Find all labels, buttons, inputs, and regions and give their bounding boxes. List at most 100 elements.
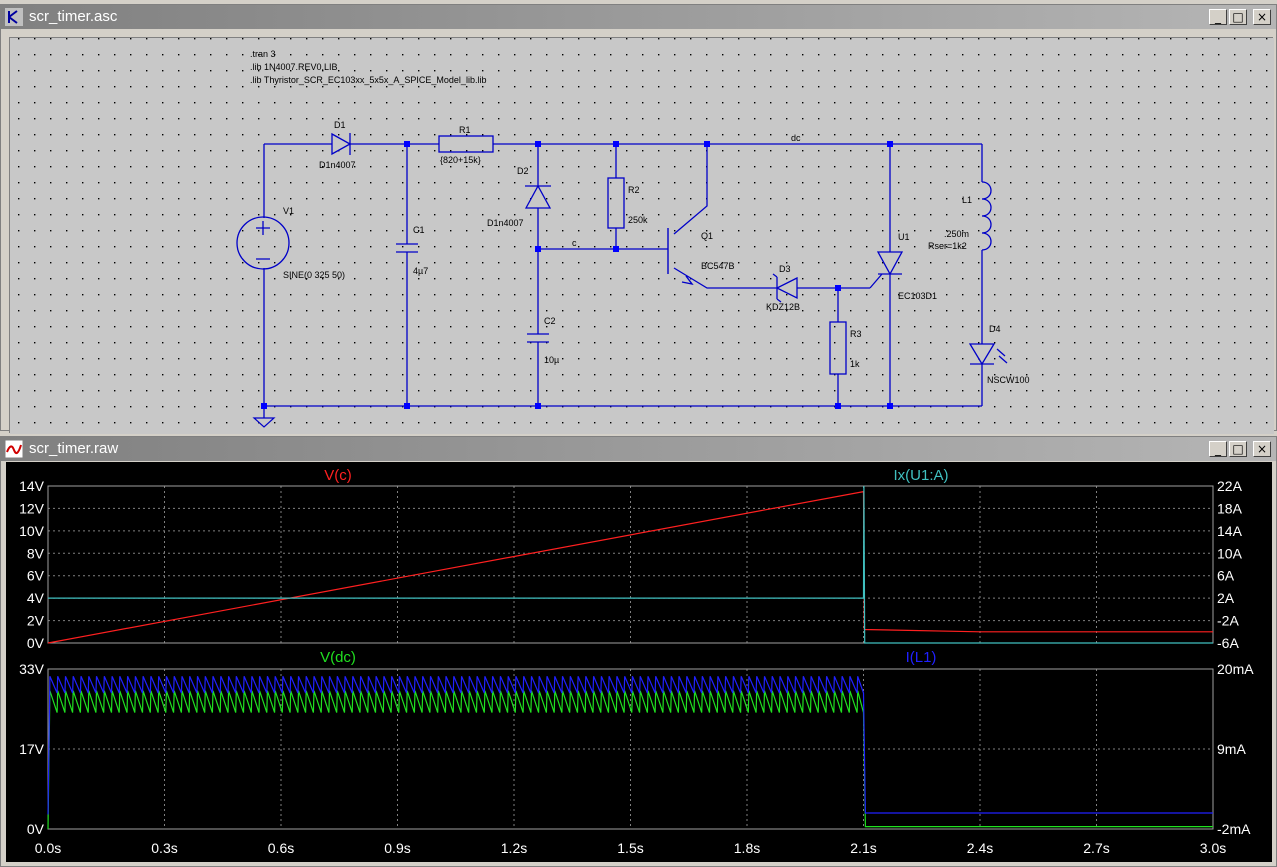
y-tick-label-right: -6A [1217, 635, 1239, 651]
r3-resistor[interactable] [829, 321, 847, 375]
x-tick-label: 0.9s [384, 840, 410, 856]
d1-name: D1 [334, 120, 346, 130]
r2-value: 250k [628, 215, 648, 225]
close-button[interactable]: × [1253, 9, 1271, 25]
y-tick-label-left: 33V [19, 661, 45, 677]
trace-label-ix[interactable]: Ix(U1:A) [893, 467, 948, 484]
c2-value: 10µ [544, 355, 559, 365]
trace-label-il[interactable]: I(L1) [906, 649, 937, 666]
c1-capacitor[interactable] [396, 243, 418, 253]
x-tick-label: 0.6s [268, 840, 294, 856]
bottom-pane-frame [47, 668, 1214, 830]
schematic-window: scr_timer.asc _ □ × .tran 3 .lib 1N4007.… [0, 4, 1277, 434]
trace-il[interactable] [47, 676, 1213, 815]
x-tick-label: 1.5s [617, 840, 643, 856]
v1-name: V1 [283, 206, 294, 216]
r3-name: R3 [850, 329, 862, 339]
l1-value: .250m [944, 229, 969, 239]
y-tick-label-left: 10V [19, 523, 45, 539]
r1-value: {820+15k} [440, 155, 481, 165]
y-tick-label-left: 17V [19, 741, 45, 757]
y-tick-label-left: 2V [27, 613, 45, 629]
y-tick-label-right: 10A [1217, 545, 1243, 561]
minimize-button[interactable]: _ [1209, 441, 1227, 457]
x-tick-label: 0.3s [151, 840, 177, 856]
d1-diode[interactable] [331, 132, 352, 156]
trace-vdc[interactable] [47, 690, 1213, 830]
x-tick-label: 1.2s [501, 840, 527, 856]
minimize-button[interactable]: _ [1209, 9, 1227, 25]
c1-value: 4µ7 [413, 266, 428, 276]
net-label-dc[interactable]: dc [791, 133, 801, 143]
junctions [261, 141, 893, 409]
d2-diode[interactable] [524, 184, 552, 209]
waveform-plot-area[interactable]: V(c) Ix(U1:A) V(dc) I(L1) 0.0s 0.3s 0.6s 0.… [6, 462, 1272, 862]
trace-label-vc[interactable]: V(c) [324, 467, 352, 484]
y-tick-label-right: 9mA [1217, 741, 1246, 757]
v1-source[interactable] [236, 216, 290, 270]
u1-thyristor[interactable] [869, 251, 904, 289]
r3-value: 1k [850, 359, 860, 369]
y-tick-label-right: 6A [1217, 568, 1235, 584]
directive-tran[interactable]: .tran 3 [250, 49, 276, 59]
trace-group [47, 485, 1213, 830]
net-label-c[interactable]: c [572, 238, 577, 248]
y-tick-label-left: 8V [27, 545, 45, 561]
directive-lib1[interactable]: .lib 1N4007.REV0.LIB [250, 62, 338, 72]
schematic-canvas[interactable]: .tran 3 .lib 1N4007.REV0.LIB .lib Thyris… [9, 37, 1274, 434]
d3-zener[interactable] [772, 273, 798, 303]
q1-transistor[interactable] [667, 228, 694, 286]
y-tick-label-left: 0V [27, 635, 45, 651]
y-tick-label-right: -2A [1217, 613, 1239, 629]
directive-lib2[interactable]: .lib Thyristor_SCR_EC103xx_5x5x_A_SPICE_… [250, 75, 486, 85]
r1-name: R1 [459, 125, 471, 135]
d4-name: D4 [989, 324, 1001, 334]
r1-resistor[interactable] [438, 135, 494, 153]
q1-value: BC547B [701, 261, 735, 271]
y-tick-label-right: 18A [1217, 500, 1243, 516]
u1-name: U1 [898, 232, 910, 242]
r2-name: R2 [628, 185, 640, 195]
d3-name: D3 [779, 264, 791, 274]
y-tick-label-right: 2A [1217, 590, 1235, 606]
c2-capacitor[interactable] [527, 333, 549, 343]
d3-value: KDZ12B [766, 302, 800, 312]
y-tick-label-right: 20mA [1217, 661, 1254, 677]
l1-name: L1 [962, 195, 972, 205]
wires [263, 143, 983, 418]
r2-resistor[interactable] [607, 177, 625, 229]
x-tick-label: 3.0s [1200, 840, 1226, 856]
d2-name: D2 [517, 166, 529, 176]
y-tick-label-right: -2mA [1217, 821, 1251, 837]
d2-value: D1n4007 [487, 218, 524, 228]
d1-value: D1n4007 [319, 160, 356, 170]
d4-led[interactable] [968, 343, 1008, 366]
x-tick-label: 2.1s [850, 840, 876, 856]
trace-label-vdc[interactable]: V(dc) [320, 649, 356, 666]
d4-value: NSCW100 [987, 375, 1030, 385]
x-tick-label: 0.0s [35, 840, 61, 856]
x-tick-label: 2.7s [1083, 840, 1109, 856]
l1-inductor[interactable] [981, 181, 992, 251]
x-tick-label: 1.8s [734, 840, 760, 856]
u1-value: EC103D1 [898, 291, 937, 301]
schematic-title: scr_timer.asc [29, 8, 118, 25]
v1-value: SINE(0 325 50) [283, 270, 345, 280]
plot-grid [48, 486, 1213, 829]
c1-name: C1 [413, 225, 425, 235]
waveform-viewer-icon [5, 440, 23, 458]
maximize-button[interactable]: □ [1229, 441, 1247, 457]
ltspice-schematic-icon [5, 8, 23, 26]
ground-symbol[interactable] [252, 417, 276, 428]
c2-name: C2 [544, 316, 556, 326]
maximize-button[interactable]: □ [1229, 9, 1247, 25]
waveform-titlebar[interactable]: scr_timer.raw _ □ × [1, 437, 1276, 461]
top-pane-frame [47, 485, 1214, 644]
close-button[interactable]: × [1253, 441, 1271, 457]
l1-rser: Rser=1k2 [928, 241, 967, 251]
y-tick-label-left: 14V [19, 478, 45, 494]
schematic-titlebar[interactable]: scr_timer.asc _ □ × [1, 5, 1276, 29]
y-tick-label-right: 14A [1217, 523, 1243, 539]
trace-ix[interactable] [48, 485, 1213, 644]
